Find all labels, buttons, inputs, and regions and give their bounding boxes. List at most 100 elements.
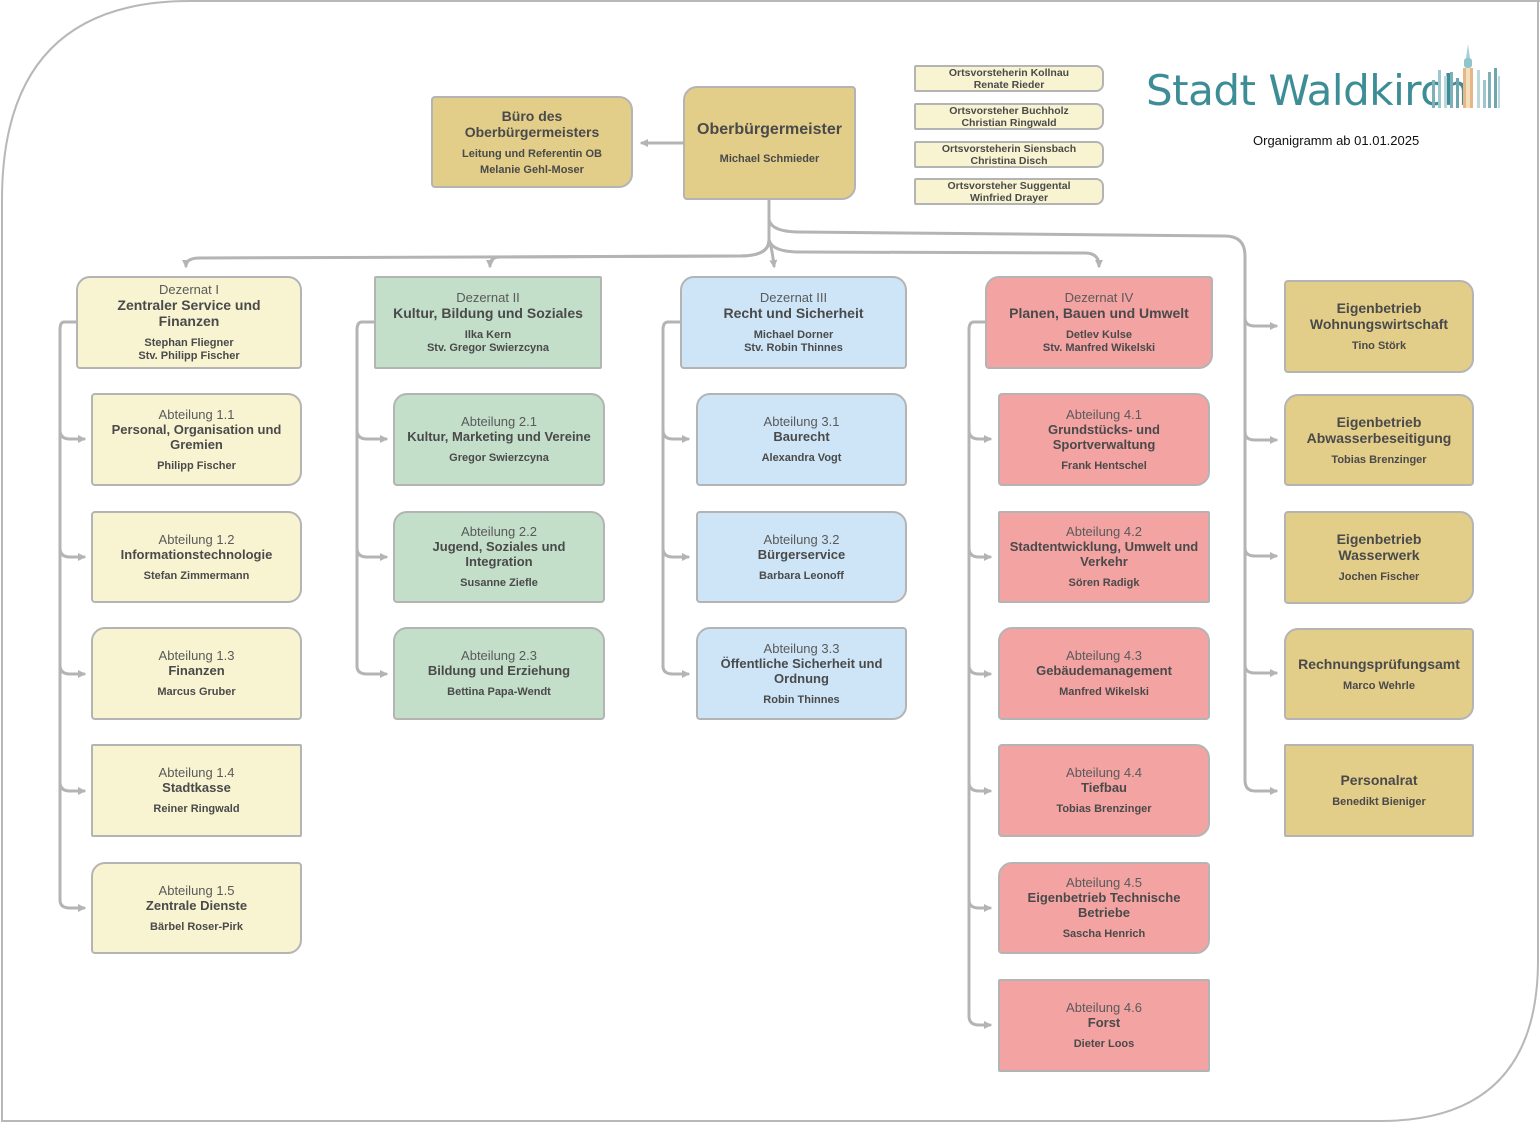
city-skyline-tower-icon <box>1432 44 1500 108</box>
department-title: Zentrale Dienste <box>145 897 248 913</box>
special-unit-title: Rechnungsprüfungsamt <box>1298 655 1460 672</box>
department-head: Dieter Loos <box>1073 1038 1135 1050</box>
department-box[interactable]: Abteilung 4.3 Gebäudemanagement Manfred … <box>998 627 1210 720</box>
department-box[interactable]: Abteilung 1.1 Personal, Organisation und… <box>91 393 302 486</box>
dezernat-box[interactable]: Dezernat II Kultur, Bildung und Soziales… <box>374 276 602 369</box>
city-logo-text: Stadt Waldkirch <box>1146 66 1469 115</box>
dezernat-box[interactable]: Dezernat IV Planen, Bauen und Umwelt Det… <box>985 276 1213 369</box>
department-head: Reiner Ringwald <box>153 803 240 815</box>
special-unit-title: Wasserwerk <box>1338 547 1420 563</box>
department-kicker: Abteilung 1.1 <box>158 406 235 422</box>
department-title: Stadtentwicklung, Umwelt und <box>1009 539 1199 554</box>
department-kicker: Abteilung 3.2 <box>763 531 840 547</box>
department-title: Öffentliche Sicherheit und <box>720 655 883 671</box>
special-unit-box[interactable]: Rechnungsprüfungsamt Marco Wehrle <box>1284 628 1474 720</box>
mayor-title: Oberbürgermeister <box>697 121 842 138</box>
special-unit-box[interactable]: Eigenbetrieb Wohnungswirtschaft Tino Stö… <box>1284 280 1474 373</box>
department-box[interactable]: Abteilung 3.2 Bürgerservice Barbara Leon… <box>696 511 907 603</box>
department-kicker: Abteilung 2.1 <box>461 414 537 429</box>
special-unit-box[interactable]: Eigenbetrieb Wasserwerk Jochen Fischer <box>1284 511 1474 604</box>
special-unit-title: Wohnungswirtschaft <box>1309 316 1449 332</box>
special-unit-head: Jochen Fischer <box>1338 571 1420 583</box>
department-head: Bettina Papa-Wendt <box>447 686 551 698</box>
department-title: Gebäudemanagement <box>1036 663 1172 678</box>
department-head: Sören Radigk <box>1068 577 1140 589</box>
department-head: Alexandra Vogt <box>761 452 842 464</box>
department-title: Ordnung <box>774 670 829 686</box>
dezernat-head: Detlev Kulse <box>1065 329 1133 341</box>
department-kicker: Abteilung 2.2 <box>461 524 537 539</box>
special-unit-box[interactable]: Eigenbetrieb Abwasserbeseitigung Tobias … <box>1284 394 1474 486</box>
local-head-title: Ortsvorsteherin Siensbach <box>941 142 1077 155</box>
department-title: Verkehr <box>1080 554 1128 569</box>
mayor-box[interactable]: Oberbürgermeister Michael Schmieder <box>683 86 856 200</box>
local-head-box[interactable]: Ortsvorsteherin Kollnau Renate Rieder <box>914 65 1104 92</box>
department-box[interactable]: Abteilung 1.5 Zentrale Dienste Bärbel Ro… <box>91 862 302 954</box>
department-head: Marcus Gruber <box>157 686 236 698</box>
department-head: Robin Thinnes <box>763 693 840 706</box>
mayor-office-person: Melanie Gehl-Moser <box>480 163 584 176</box>
department-title: Tiefbau <box>1081 780 1127 795</box>
department-title: Gremien <box>170 436 223 452</box>
special-unit-head: Marco Wehrle <box>1343 679 1415 692</box>
special-unit-title: Eigenbetrieb <box>1336 300 1422 316</box>
dezernat-box[interactable]: Dezernat I Zentraler Service und Finanze… <box>76 276 302 369</box>
department-box[interactable]: Abteilung 2.2 Jugend, Soziales und Integ… <box>393 511 605 603</box>
department-box[interactable]: Abteilung 1.3 Finanzen Marcus Gruber <box>91 627 302 720</box>
dezernat-box[interactable]: Dezernat III Recht und Sicherheit Michae… <box>680 276 907 369</box>
department-kicker: Abteilung 3.3 <box>763 640 840 656</box>
dezernat-kicker: Dezernat IV <box>1064 290 1134 305</box>
department-title: Personal, Organisation und <box>111 421 282 437</box>
department-kicker: Abteilung 4.4 <box>1066 765 1142 780</box>
special-unit-head: Tino Störk <box>1351 340 1407 352</box>
dezernat-head: Ilka Kern <box>464 329 512 341</box>
local-head-person: Christian Ringwald <box>961 116 1057 129</box>
local-head-title: Ortsvorsteher Buchholz <box>949 104 1069 117</box>
local-head-person: Renate Rieder <box>973 78 1045 91</box>
department-title: Forst <box>1087 1015 1121 1030</box>
department-box[interactable]: Abteilung 4.2 Stadtentwicklung, Umwelt u… <box>998 511 1210 603</box>
department-head: Susanne Ziefle <box>460 577 538 589</box>
department-box[interactable]: Abteilung 1.4 Stadtkasse Reiner Ringwald <box>91 744 302 837</box>
local-head-box[interactable]: Ortsvorsteher Suggental Winfried Drayer <box>914 178 1104 205</box>
department-title: Baurecht <box>773 429 830 444</box>
department-box[interactable]: Abteilung 4.6 Forst Dieter Loos <box>998 979 1210 1072</box>
department-kicker: Abteilung 3.1 <box>763 414 840 429</box>
dezernat-kicker: Dezernat III <box>759 290 828 305</box>
special-unit-box[interactable]: Personalrat Benedikt Bieniger <box>1284 744 1474 837</box>
local-head-box[interactable]: Ortsvorsteherin Siensbach Christina Disc… <box>914 141 1104 168</box>
department-head: Frank Hentschel <box>1061 459 1147 472</box>
department-title: Informationstechnologie <box>120 546 273 562</box>
connector-dez4 <box>767 238 1103 268</box>
local-head-title: Ortsvorsteherin Kollnau <box>948 66 1070 79</box>
chart-date-subtitle: Organigramm ab 01.01.2025 <box>1253 133 1420 148</box>
department-head: Bärbel Roser-Pirk <box>150 920 243 933</box>
department-kicker: Abteilung 4.5 <box>1066 875 1142 890</box>
special-unit-title: Abwasserbeseitigung <box>1306 429 1452 446</box>
department-box[interactable]: Abteilung 4.4 Tiefbau Tobias Brenzinger <box>998 744 1210 837</box>
department-box[interactable]: Abteilung 3.3 Öffentliche Sicherheit und… <box>696 627 907 720</box>
connector-dez2 <box>486 238 771 268</box>
department-kicker: Abteilung 4.6 <box>1066 1000 1142 1015</box>
mayor-office-title: Büro des <box>501 107 563 124</box>
department-box[interactable]: Abteilung 4.5 Eigenbetrieb Technische Be… <box>998 862 1210 954</box>
department-box[interactable]: Abteilung 2.1 Kultur, Marketing und Vere… <box>393 393 605 486</box>
department-title: Finanzen <box>168 663 225 678</box>
dezernat-title: Recht und Sicherheit <box>723 305 864 321</box>
dezernat-head: Stephan Fliegner <box>144 337 234 349</box>
department-head: Sascha Henrich <box>1062 928 1146 940</box>
department-title: Bürgerservice <box>757 546 846 562</box>
special-unit-title: Personalrat <box>1340 772 1418 788</box>
department-box[interactable]: Abteilung 2.3 Bildung und Erziehung Bett… <box>393 627 605 720</box>
special-unit-head: Tobias Brenzinger <box>1331 453 1427 466</box>
local-head-box[interactable]: Ortsvorsteher Buchholz Christian Ringwal… <box>914 103 1104 130</box>
department-box[interactable]: Abteilung 3.1 Baurecht Alexandra Vogt <box>696 393 907 486</box>
department-title: Grundstücks- und <box>1048 421 1160 437</box>
mayor-office-role: Leitung und Referentin OB <box>462 147 602 160</box>
department-title: Eigenbetrieb Technische Betriebe <box>1027 890 1181 920</box>
mayor-office-box[interactable]: Büro des Oberbürgermeisters Leitung und … <box>431 96 633 188</box>
department-box[interactable]: Abteilung 4.1 Grundstücks- und Sportverw… <box>998 393 1210 486</box>
department-box[interactable]: Abteilung 1.2 Informationstechnologie St… <box>91 511 302 603</box>
department-title: Jugend, Soziales und Integration <box>432 539 566 569</box>
department-title: Sportverwaltung <box>1052 436 1156 452</box>
